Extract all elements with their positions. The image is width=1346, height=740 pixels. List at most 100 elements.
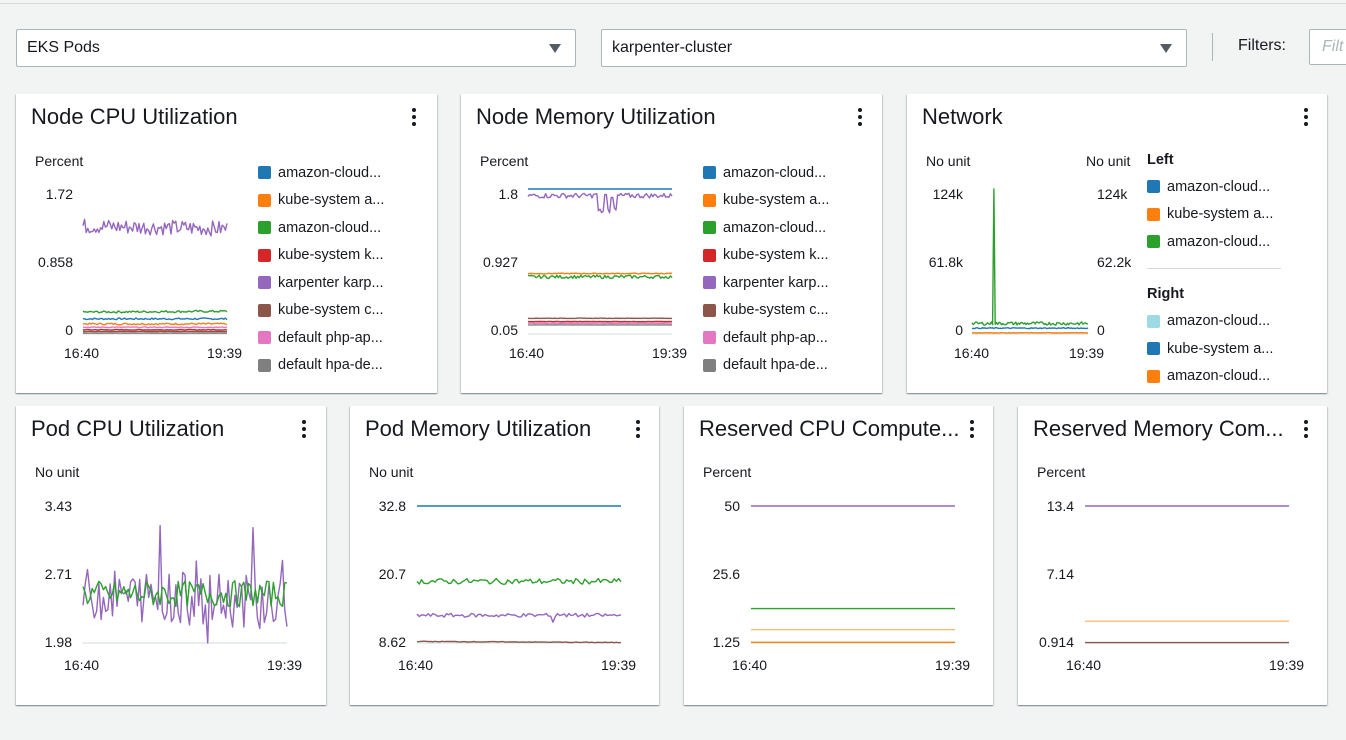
namespace-select[interactable]: EKS Pods [16,29,576,67]
y-tick-right: 124k [1097,186,1128,202]
series-line [82,524,288,644]
series-line [971,331,1089,334]
x-tick: 16:40 [509,345,545,361]
legend: amazon-cloud... kube-system a... amazon-cl… [703,159,829,379]
legend-label: amazon-cloud... [278,219,382,236]
node-cpu-plot[interactable] [82,189,228,335]
legend-item[interactable]: amazon-cloud... [1147,228,1281,256]
reserved-memory-plot[interactable] [1085,505,1289,644]
y-tick: 8.62 [378,634,406,650]
legend-label: amazon-cloud... [278,164,382,181]
y-tick: 0.05 [490,322,518,338]
y-tick: 3.43 [44,498,72,514]
node-memory-plot[interactable] [527,188,673,335]
legend-label: amazon-cloud... [1167,313,1271,330]
y-tick: 0.927 [482,254,518,270]
x-tick: 19:39 [935,657,971,673]
y-axis-unit-left: No unit [926,153,971,169]
legend-label: amazon-cloud... [723,164,827,181]
legend-item[interactable]: amazon-cloud... [258,159,384,187]
y-axis-unit-right: No unit [1086,153,1131,169]
y-tick: 25.6 [712,566,740,582]
legend-label: karpenter karp... [278,274,384,291]
series-line [971,326,1089,330]
x-tick: 16:40 [732,657,768,673]
legend-item[interactable]: default hpa-de... [258,352,384,380]
series-line [82,322,228,326]
more-options-icon[interactable] [1302,420,1310,438]
pod-cpu-plot[interactable] [82,506,288,644]
series-line [416,612,622,623]
x-tick: 19:39 [1269,657,1305,673]
widget-title: Node CPU Utilization [31,104,238,129]
series-line [82,317,228,321]
legend-item[interactable]: kube-system c... [258,297,384,325]
legend-item[interactable]: kube-system k... [703,242,829,270]
legend-swatch [258,276,271,290]
legend-item[interactable]: amazon-cloud... [703,214,829,242]
legend-item[interactable]: kube-system k... [258,242,384,270]
x-tick: 19:39 [1069,345,1105,361]
x-tick: 19:39 [267,657,303,673]
more-options-icon[interactable] [968,420,976,438]
series-line [82,328,227,331]
y-tick: 50 [724,498,740,514]
more-options-icon[interactable] [410,108,418,126]
more-options-icon[interactable] [856,108,864,126]
more-options-icon[interactable] [300,420,308,438]
legend-label: default php-ap... [723,329,828,346]
pod-memory-plot[interactable] [416,505,622,644]
more-options-icon[interactable] [634,420,642,438]
x-tick: 16:40 [954,345,990,361]
widget-reserved-cpu: Reserved CPU Compute... Percent 50 25.6 … [684,406,993,705]
filters-label: Filters: [1238,37,1286,54]
network-plot[interactable] [971,188,1089,335]
series-line [82,580,288,608]
legend-item[interactable]: karpenter karp... [703,269,829,297]
legend-item[interactable]: amazon-cloud... [1147,363,1281,391]
legend-swatch [703,221,716,235]
legend-item[interactable]: amazon-cloud... [1147,173,1281,201]
y-tick-left: 0 [955,322,963,338]
legend-item[interactable]: default hpa-de... [703,352,829,380]
y-tick-left: 61.8k [928,254,963,270]
y-axis-unit: No unit [35,464,80,480]
reserved-cpu-plot[interactable] [751,505,955,644]
y-axis-unit: Percent [703,464,752,480]
legend-swatch [258,193,271,207]
y-tick: 1.72 [45,186,73,202]
legend-item[interactable]: kube-system c... [703,297,829,325]
x-tick: 16:40 [64,345,100,361]
legend-item[interactable]: kube-system a... [1147,335,1281,363]
widget-title: Pod Memory Utilization [365,416,592,441]
widget-network: Network No unit No unit 124k 61.8k 0 124… [907,94,1327,393]
legend-swatch [703,358,716,372]
x-tick: 19:39 [652,345,688,361]
legend-swatch [703,166,716,180]
cluster-select[interactable]: karpenter-cluster [601,29,1187,67]
legend-item[interactable]: default php-ap... [258,324,384,352]
legend-label: amazon-cloud... [723,219,827,236]
more-options-icon[interactable] [1302,108,1310,126]
legend-item[interactable]: kube-system a... [1147,201,1281,229]
legend-item[interactable]: amazon-cloud... [258,214,384,242]
legend-swatch [1147,207,1160,221]
x-tick: 19:39 [601,657,637,673]
filter-input[interactable] [1309,29,1346,65]
legend-item[interactable]: karpenter karp... [258,269,384,297]
legend-label: default hpa-de... [723,357,828,374]
legend-swatch [1147,369,1160,383]
legend-label: kube-system k... [723,247,829,264]
y-tick: 13.4 [1046,498,1074,514]
y-axis-unit: Percent [1037,464,1086,480]
legend-label: kube-system a... [723,192,830,209]
legend-swatch [1147,235,1160,249]
legend-item[interactable]: amazon-cloud... [1147,308,1281,336]
legend-item[interactable]: default php-ap... [703,324,829,352]
y-axis-unit: Percent [35,153,84,169]
legend-item[interactable]: kube-system a... [703,187,829,215]
y-tick-right: 62.2k [1097,254,1132,270]
legend-swatch [703,193,716,207]
legend-item[interactable]: amazon-cloud... [703,159,829,187]
legend-item[interactable]: kube-system a... [258,187,384,215]
